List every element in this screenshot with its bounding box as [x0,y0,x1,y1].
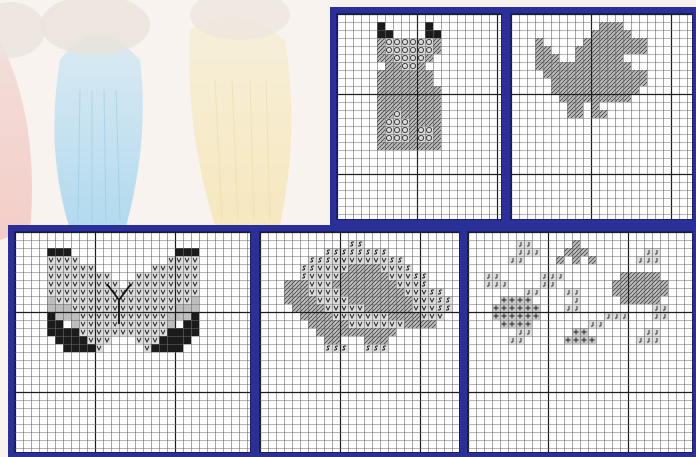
panel-turtle-chart [259,231,460,453]
cat-grid-svg [337,14,501,219]
panel-butterfly-chart [14,231,251,453]
turtle-grid-svg [260,232,459,452]
panel-flowers-chart [467,231,693,453]
panel-bird-chart [510,13,693,220]
panel-cat-chart [336,13,502,220]
bird-grid-svg [511,14,692,219]
butterfly-grid-svg [15,232,250,452]
flowers-grid-svg [468,232,692,452]
cat-stitches [377,22,441,150]
